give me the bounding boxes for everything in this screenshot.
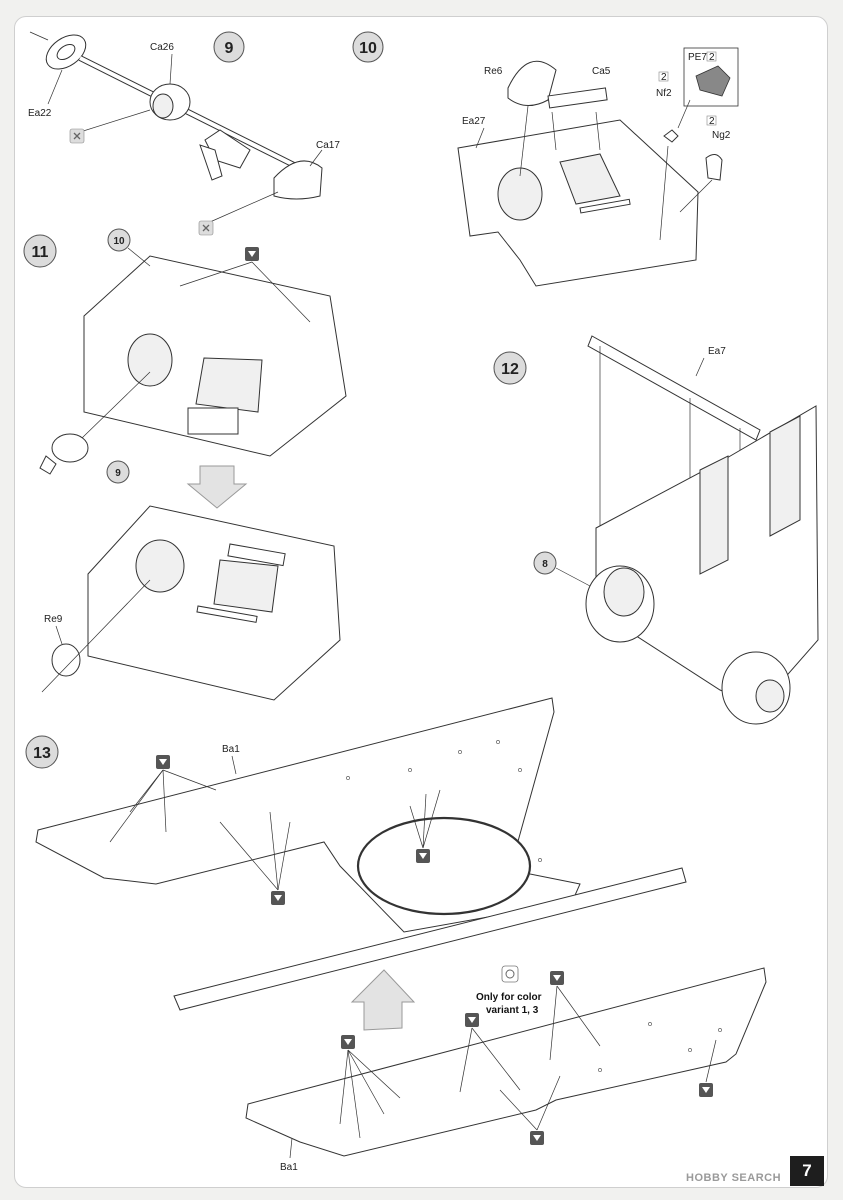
step-10-badge (352, 31, 384, 63)
assembly-direction-arrow-icon (350, 969, 416, 1031)
step-12-badge (493, 351, 527, 385)
step-13-number: 13 (33, 745, 51, 762)
drill-hole-icon (156, 755, 170, 769)
watermark-text: HOBBY SEARCH (686, 1172, 782, 1184)
label-re9: Re9 (44, 614, 63, 625)
drill-hole-icon (699, 1083, 713, 1097)
label-ea7: Ea7 (708, 346, 726, 357)
color-variant-note-line2: variant 1, 3 (486, 1005, 539, 1016)
step-12-number: 12 (501, 361, 519, 378)
callout-8-number: 8 (542, 559, 548, 570)
cut-off-icon (198, 220, 214, 236)
qty-nf2: 2 (661, 72, 667, 83)
qty-ng2: 2 (709, 116, 715, 127)
drill-hole-icon (465, 1013, 479, 1027)
part-ca17 (273, 160, 323, 200)
drill-hole-icon (416, 849, 430, 863)
label-ng2: Ng2 (712, 130, 731, 141)
drill-hole-icon (530, 1131, 544, 1145)
part-ba1-lower (245, 967, 767, 1157)
part-ng2 (705, 154, 723, 181)
label-nf2: Nf2 (656, 88, 672, 99)
callout-9 (106, 460, 130, 484)
part-re6 (507, 60, 557, 106)
drill-hole-icon (550, 971, 564, 985)
part-step-11-plate (83, 255, 347, 457)
step-12: 12 Ea7 8 (493, 335, 819, 725)
assembly-direction-arrow-icon (186, 465, 248, 509)
part-long-bar (173, 867, 687, 1011)
step-13: 13 Ba1 Only for color variant 1, 3 (25, 697, 767, 1173)
part-ea7 (587, 335, 761, 441)
page-number: 7 (790, 1156, 824, 1186)
label-pe7: PE7 (688, 52, 707, 63)
color-variant-note-line1: Only for color (476, 992, 542, 1003)
callout-9-number: 9 (115, 468, 121, 479)
step-10-number: 10 (359, 40, 377, 57)
drill-hole-icon (271, 891, 285, 905)
step-9-badge (213, 31, 245, 63)
step-9: 9 Ea22 Ca26 Ca17 (28, 31, 340, 236)
step-13-badge (25, 735, 59, 769)
callout-10-number: 10 (113, 236, 125, 247)
step-10: 10 Re6 Ca5 Ea27 PE7 2 2 Nf2 2 Ng2 (352, 31, 739, 287)
qty-pe7: 2 (709, 52, 715, 63)
part-pe7 (695, 65, 731, 97)
label-ba1-bottom: Ba1 (280, 1162, 298, 1173)
part-re9 (51, 643, 81, 677)
color-variant-icon (501, 965, 519, 983)
label-ba1-top: Ba1 (222, 744, 240, 755)
callout-8 (533, 551, 557, 575)
cut-off-icon (69, 128, 85, 144)
label-ca5: Ca5 (592, 66, 611, 77)
label-ca26: Ca26 (150, 42, 174, 53)
drill-hole-icon (245, 247, 259, 261)
step-11-number: 11 (32, 244, 49, 261)
label-re6: Re6 (484, 66, 503, 77)
part-nf2 (663, 129, 679, 143)
step-11-badge (23, 234, 57, 268)
callout-10 (107, 228, 131, 252)
label-ea22: Ea22 (28, 108, 52, 119)
part-ca5 (547, 87, 608, 109)
label-ea27: Ea27 (462, 116, 486, 127)
label-ca17: Ca17 (316, 140, 340, 151)
step-11: 11 10 9 Re9 (23, 228, 347, 701)
step-9-number: 9 (225, 40, 234, 57)
drill-hole-icon (341, 1035, 355, 1049)
